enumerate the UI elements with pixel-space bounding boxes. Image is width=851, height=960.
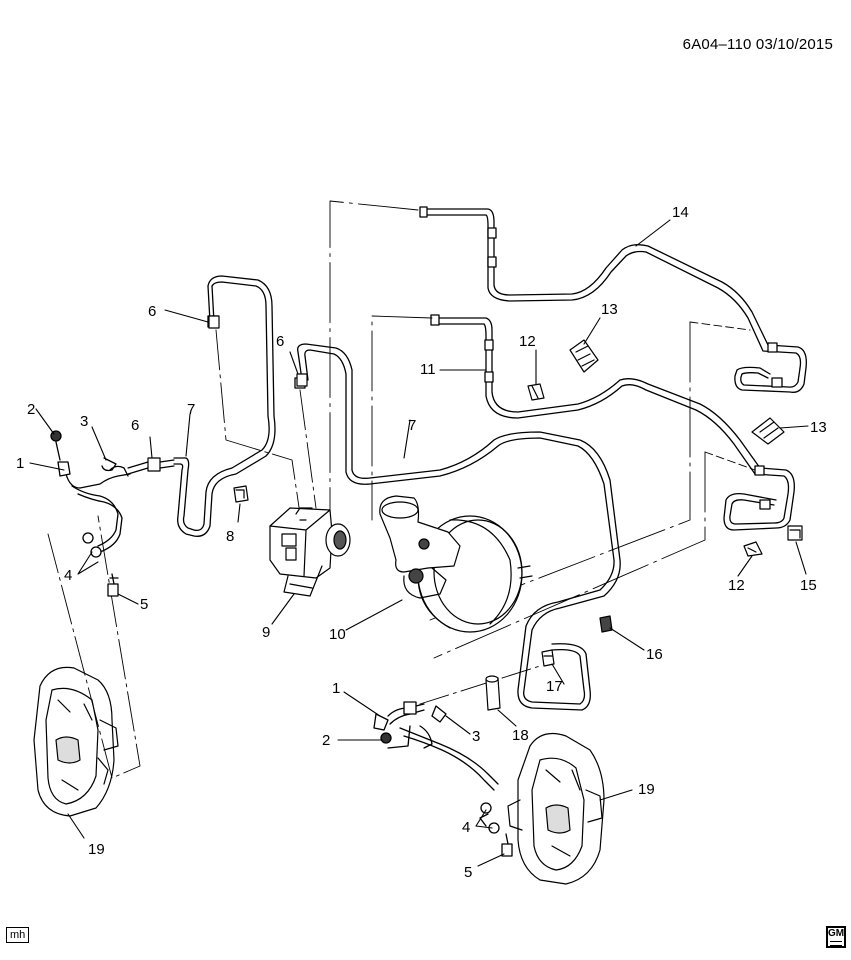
callout-14: 14 (672, 204, 689, 221)
callout-16: 16 (646, 646, 663, 663)
callout-leaders (29, 219, 809, 867)
caliper-front-right (507, 733, 605, 885)
callout-6-mid: 6 (276, 333, 284, 350)
callout-1-left: 1 (16, 455, 24, 472)
callout-11: 11 (420, 361, 436, 378)
author-mark: mh (6, 927, 30, 943)
clip-12-right (743, 541, 763, 557)
gm-logo-icon: GM (826, 926, 846, 948)
callout-6-left: 6 (131, 417, 139, 434)
callout-3-lower: 3 (472, 728, 480, 745)
callout-18: 18 (512, 727, 529, 744)
callout-19-left: 19 (88, 841, 105, 858)
callout-6-upper: 6 (148, 303, 156, 320)
abs-module (269, 507, 351, 597)
clip-17 (541, 649, 555, 667)
clip-12-top (527, 383, 545, 401)
diagram-code: 6A04–110 03/10/2015 (682, 36, 833, 53)
clip-8 (233, 485, 249, 503)
leader-line (704, 451, 756, 471)
leader-line (47, 515, 141, 779)
callout-10: 10 (329, 626, 346, 643)
caliper-front-left (33, 666, 119, 817)
callout-12-right: 12 (728, 577, 745, 594)
callout-2-left: 2 (27, 401, 35, 418)
callout-5-left: 5 (140, 596, 148, 613)
sleeve-18 (485, 675, 501, 711)
callout-2-lower: 2 (322, 732, 330, 749)
callout-8: 8 (226, 528, 234, 545)
clip-13-right (751, 417, 785, 445)
leader-line (299, 389, 317, 509)
leader-line (215, 329, 301, 515)
leader-line (689, 321, 751, 331)
clip-16 (599, 615, 613, 633)
callout-4-left: 4 (64, 567, 72, 584)
gm-logo-text: GM (828, 928, 845, 939)
callout-13-right: 13 (810, 419, 827, 436)
callout-3-left: 3 (80, 413, 88, 430)
hose-front-right (373, 701, 513, 857)
callout-7-left: 7 (187, 401, 195, 418)
callout-17: 17 (546, 678, 563, 695)
brake-booster (379, 495, 533, 633)
callout-5-lower: 5 (464, 864, 472, 881)
hose-front-left (50, 430, 131, 597)
callout-12-top: 12 (519, 333, 536, 350)
callout-19-right: 19 (638, 781, 655, 798)
leader-line (329, 200, 419, 516)
brake-pipe-14 (419, 206, 807, 393)
clip-13-top (569, 339, 599, 373)
fitting-6-upper (208, 315, 220, 329)
clip-15 (787, 525, 803, 541)
callout-9: 9 (262, 624, 270, 641)
leader-line (419, 665, 541, 705)
callout-7-mid: 7 (408, 417, 416, 434)
fitting-6-left (127, 457, 175, 475)
fitting-6-mid (296, 373, 308, 387)
callout-13-top: 13 (601, 301, 618, 318)
callout-4-lower: 4 (462, 819, 470, 836)
leader-line (371, 315, 433, 521)
callout-1-lower: 1 (332, 680, 340, 697)
callout-15: 15 (800, 577, 817, 594)
brake-pipe-11 (430, 314, 795, 531)
leader-line (433, 451, 706, 659)
